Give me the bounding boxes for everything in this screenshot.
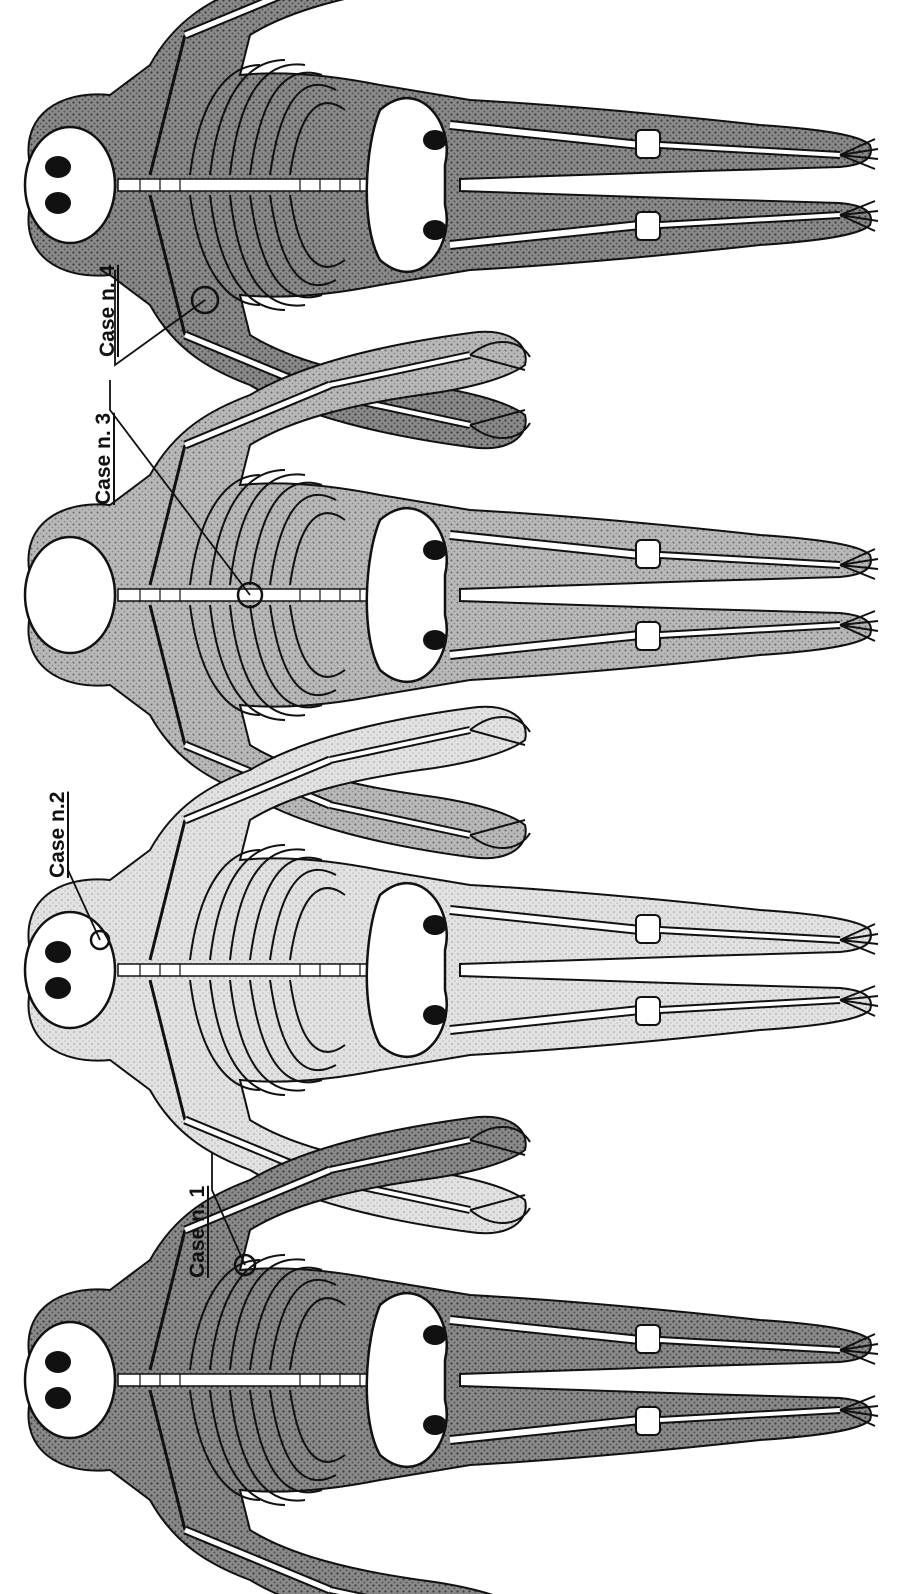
case-1-label: Case n. 1 — [186, 1186, 210, 1278]
case-4-label: Case n. 4 — [96, 265, 120, 357]
case-2-label: Case n.2 — [46, 792, 70, 878]
case-3-label: Case n. 3 — [92, 413, 116, 505]
